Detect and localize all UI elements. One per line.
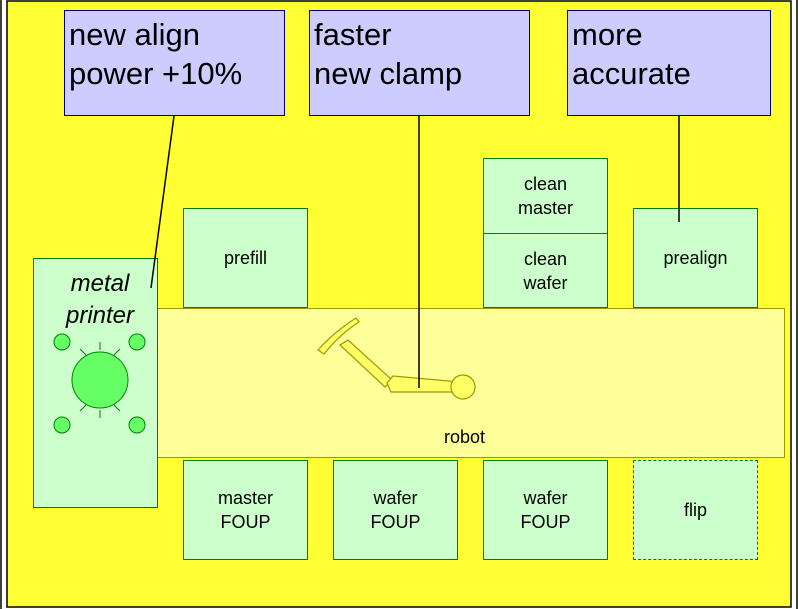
- station-prefill: prefill: [183, 208, 308, 308]
- metal-printer-label: metal printer: [65, 270, 135, 329]
- callout-new-align: new align power +10%: [64, 10, 285, 116]
- knob-bottom-left-icon: [53, 416, 71, 434]
- knob-bottom-right-icon: [128, 416, 146, 434]
- station-wafer-foup-1: wafer FOUP: [333, 460, 458, 560]
- knob-top-right-icon: [128, 333, 146, 351]
- knob-top-left-icon: [53, 333, 71, 351]
- station-clean-master: clean master: [483, 158, 608, 234]
- printer-knob-group: [53, 333, 146, 434]
- callout-more-accurate: more accurate: [567, 10, 771, 116]
- callout-faster-clamp: faster new clamp: [309, 10, 530, 116]
- station-wafer-foup-2: wafer FOUP: [483, 460, 608, 560]
- station-clean-wafer: clean wafer: [483, 233, 608, 308]
- robot-arm-icon: [317, 317, 476, 400]
- main-dial-icon: [71, 351, 129, 409]
- station-prealign: prealign: [633, 208, 758, 308]
- station-master-foup: master FOUP: [183, 460, 308, 560]
- callout-connectors: [150, 115, 680, 388]
- robot-label: robot: [444, 427, 486, 447]
- station-flip: flip: [633, 460, 758, 560]
